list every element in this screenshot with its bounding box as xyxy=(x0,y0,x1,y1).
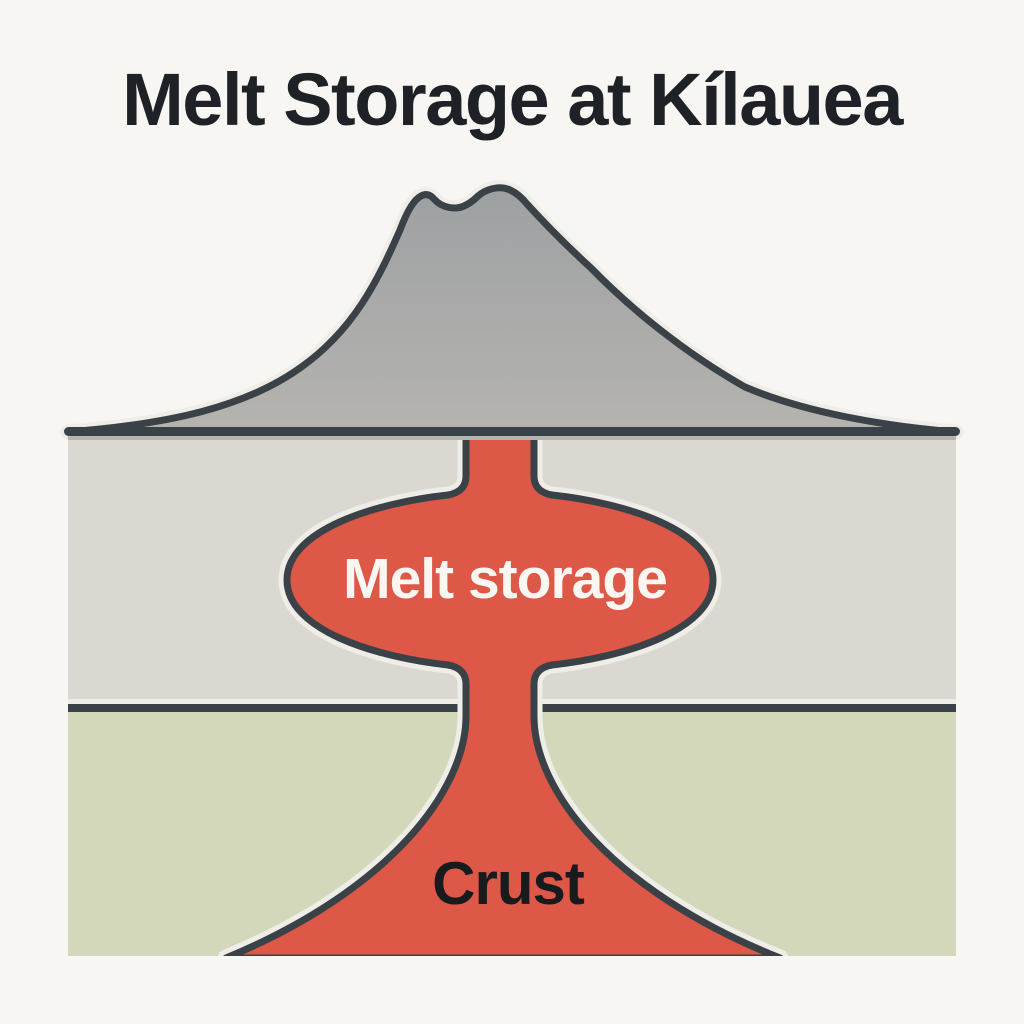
surface-line xyxy=(64,427,960,436)
diagram-title: Melt Storage at Kílauea xyxy=(122,58,903,141)
volcano-outline xyxy=(64,184,960,436)
volcano-edifice xyxy=(68,187,956,440)
bottom-background-mask xyxy=(0,956,1024,1024)
melt-storage-label: Melt storage xyxy=(343,547,667,611)
crust-label: Crust xyxy=(432,850,585,917)
